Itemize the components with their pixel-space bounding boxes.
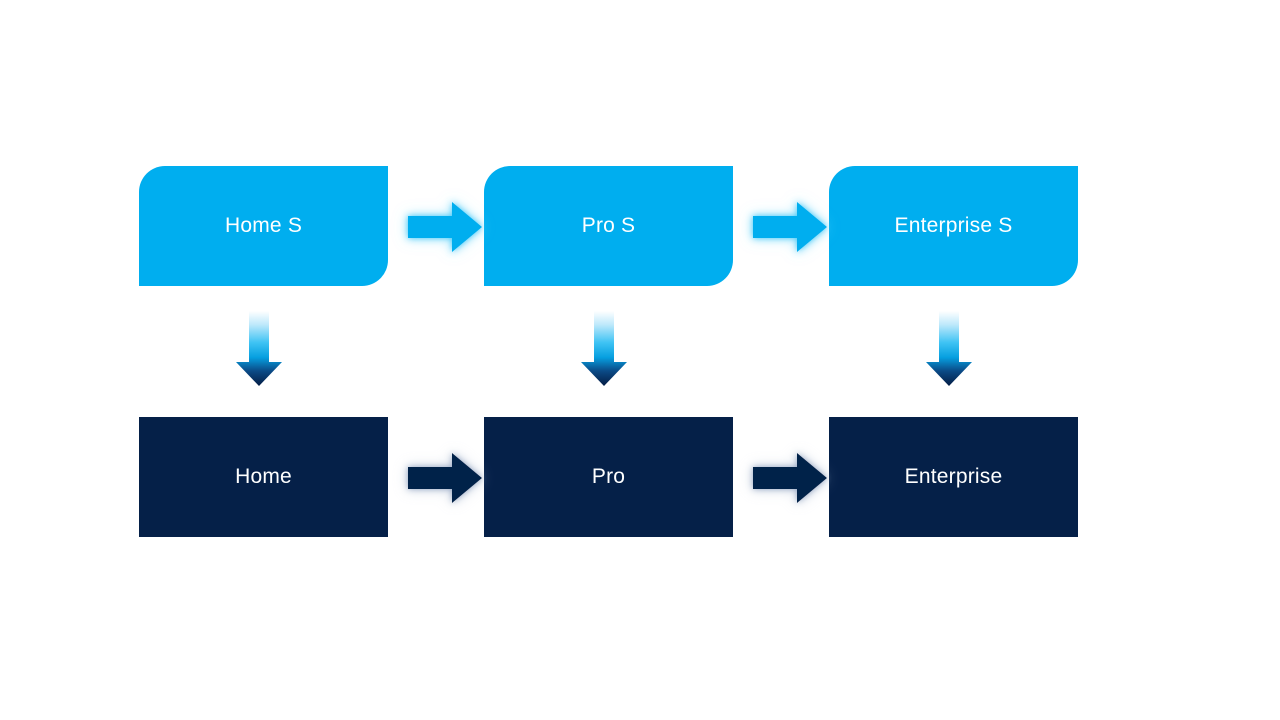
arrow-home-to-pro (408, 451, 484, 505)
arrow-right-icon (408, 453, 482, 503)
arrow-home-s-to-home (234, 311, 284, 388)
node-home[interactable]: Home (139, 417, 388, 537)
node-pro[interactable]: Pro (484, 417, 733, 537)
arrow-enterprise-s-to-enterprise (924, 311, 974, 388)
arrow-pro-s-to-pro (579, 311, 629, 388)
node-home-s[interactable]: Home S (139, 166, 388, 286)
arrow-home-s-to-pro-s (408, 200, 484, 254)
arrow-down-icon (926, 311, 972, 386)
arrow-down-icon (581, 311, 627, 386)
node-label-home-s: Home S (224, 213, 303, 237)
arrow-down-icon (236, 311, 282, 386)
arrow-right-icon (753, 202, 827, 252)
arrow-pro-to-enterprise (753, 451, 829, 505)
arrow-right-icon (408, 202, 482, 252)
node-label-pro-s: Pro S (581, 213, 636, 237)
node-label-enterprise: Enterprise (904, 464, 1003, 488)
node-pro-s[interactable]: Pro S (484, 166, 733, 286)
arrow-pro-s-to-enterprise-s (753, 200, 829, 254)
node-enterprise-s[interactable]: Enterprise S (829, 166, 1078, 286)
node-enterprise[interactable]: Enterprise (829, 417, 1078, 537)
arrow-right-icon (753, 453, 827, 503)
node-label-pro: Pro (591, 464, 626, 488)
node-label-enterprise-s: Enterprise S (894, 213, 1013, 237)
node-label-home: Home (235, 464, 292, 488)
